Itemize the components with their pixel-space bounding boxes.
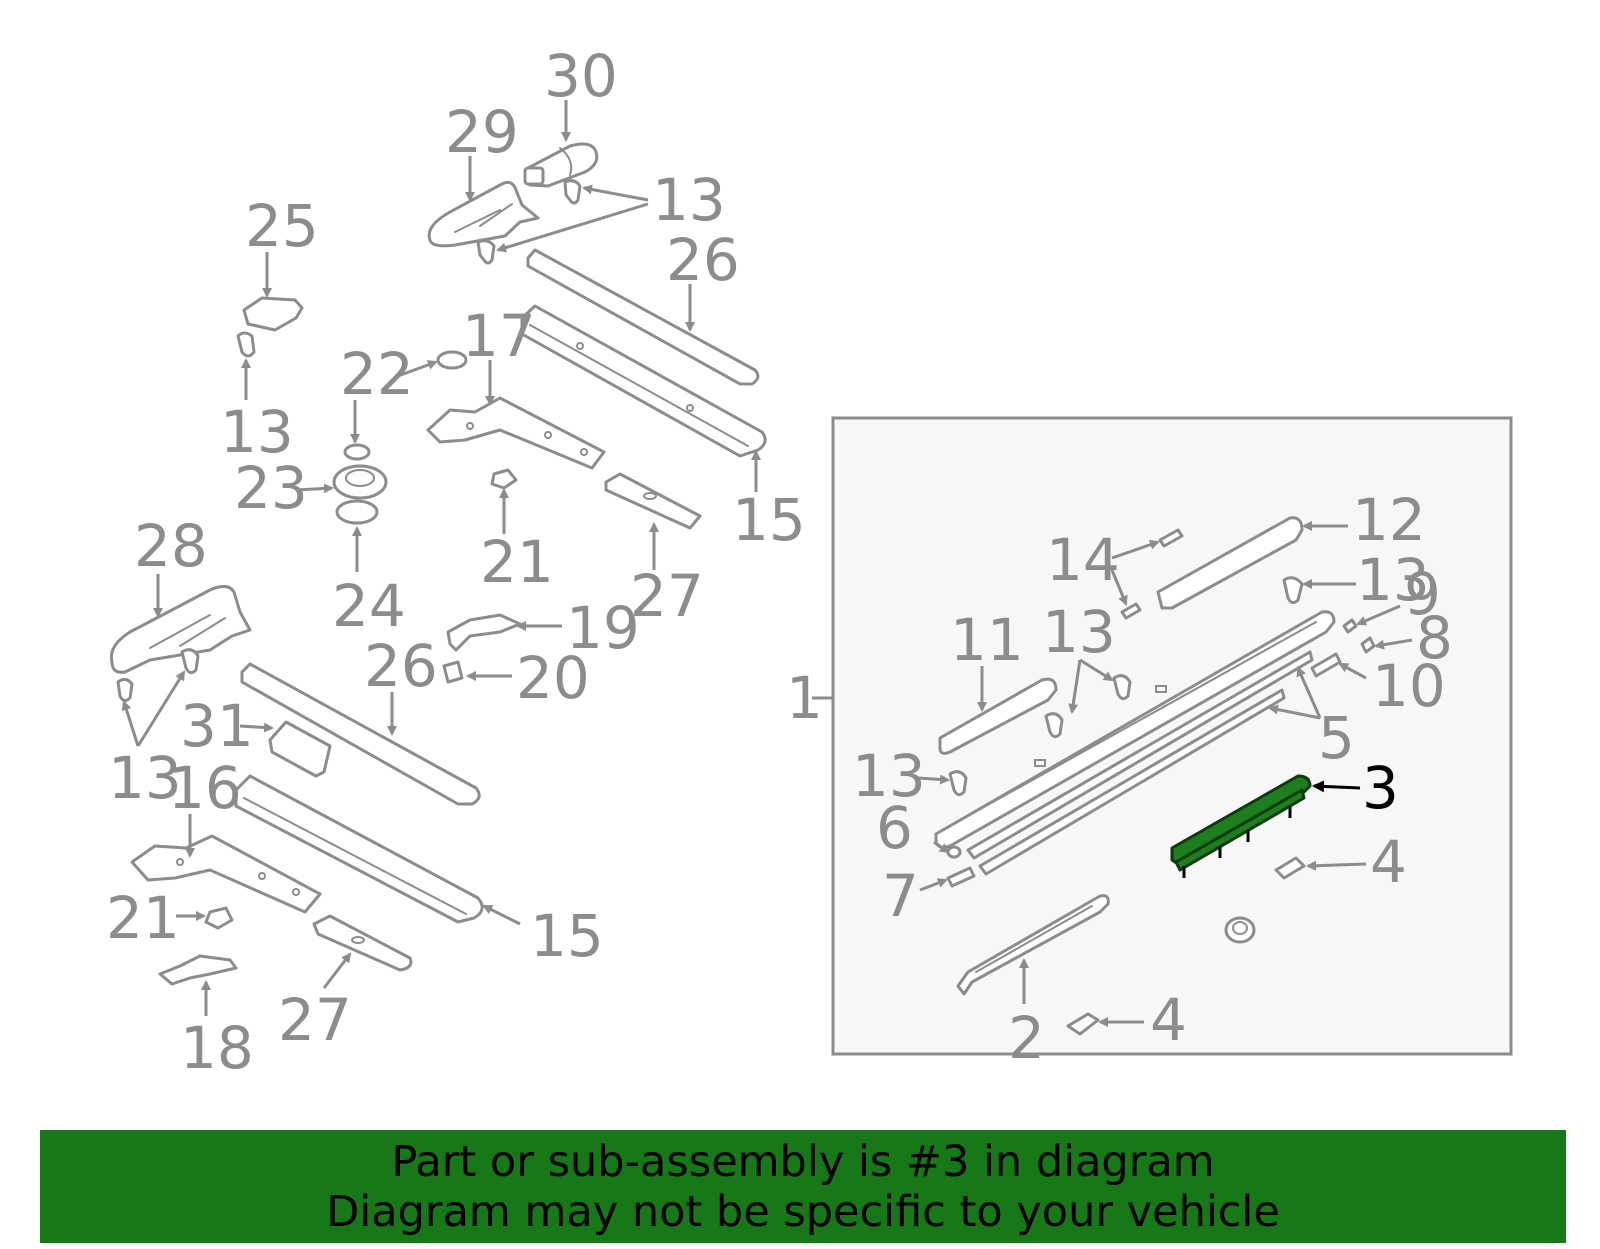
callout-29: 29 xyxy=(445,98,519,166)
part-19[interactable] xyxy=(446,613,522,652)
clip-13-inset[interactable] xyxy=(948,674,1132,797)
clip-13-left[interactable] xyxy=(116,648,200,703)
callout-15: 15 xyxy=(732,486,806,554)
part-23-top[interactable] xyxy=(343,443,371,461)
callout-15: 15 xyxy=(530,902,604,970)
part-8[interactable] xyxy=(1360,636,1376,654)
part-25[interactable] xyxy=(236,296,304,358)
part-27-lower[interactable] xyxy=(312,914,413,972)
part-22[interactable] xyxy=(436,350,468,370)
part-15-upper-rail[interactable] xyxy=(520,304,767,458)
info-banner: Part or sub-assembly is #3 in diagram Di… xyxy=(40,1130,1566,1243)
part-9[interactable] xyxy=(1342,618,1358,634)
callout-30: 30 xyxy=(544,42,618,110)
part-26-lower[interactable] xyxy=(240,662,481,806)
banner-line-2: Diagram may not be specific to your vehi… xyxy=(326,1186,1280,1237)
callout-11: 11 xyxy=(950,606,1024,674)
part-11[interactable] xyxy=(938,677,1058,755)
part-15-lower-rail[interactable] xyxy=(234,774,484,924)
clip-13-inset-top[interactable] xyxy=(1282,576,1304,605)
banner-line-1: Part or sub-assembly is #3 in diagram xyxy=(391,1136,1215,1187)
callout-2: 2 xyxy=(1008,1004,1045,1072)
callout-16: 16 xyxy=(168,754,242,822)
callout-4: 4 xyxy=(1370,828,1407,896)
callout-18: 18 xyxy=(180,1014,254,1082)
callout-6: 6 xyxy=(876,794,913,862)
part-2[interactable] xyxy=(956,894,1110,996)
callout-13: 13 xyxy=(108,744,182,812)
callout-7: 7 xyxy=(882,862,919,930)
callout-10: 10 xyxy=(1372,652,1446,720)
part-16[interactable] xyxy=(130,834,322,914)
callout-13: 13 xyxy=(220,398,294,466)
part-14[interactable] xyxy=(1120,528,1184,620)
callout-21: 21 xyxy=(106,884,180,952)
part-4-upper[interactable] xyxy=(1274,856,1306,880)
callout-1: 1 xyxy=(786,664,823,732)
main-rail[interactable] xyxy=(934,610,1336,876)
callout-3: 3 xyxy=(1362,754,1399,822)
callout-4: 4 xyxy=(1150,986,1187,1054)
callout-27: 27 xyxy=(630,562,704,630)
callout-14: 14 xyxy=(1046,526,1120,594)
callout-13: 13 xyxy=(852,742,926,810)
callout-17: 17 xyxy=(462,302,536,370)
callout-25: 25 xyxy=(245,192,319,260)
callout-9: 9 xyxy=(1404,560,1441,628)
part-31[interactable] xyxy=(268,720,332,778)
callout-23: 23 xyxy=(234,454,308,522)
callout-21: 21 xyxy=(480,528,554,596)
part-29[interactable] xyxy=(427,180,540,248)
part-27-upper[interactable] xyxy=(604,472,702,530)
callout-20: 20 xyxy=(516,644,590,712)
part-30[interactable] xyxy=(523,142,599,188)
part-24[interactable] xyxy=(335,499,379,525)
callout-28: 28 xyxy=(134,512,208,580)
callout-26: 26 xyxy=(666,226,740,294)
callout-22: 22 xyxy=(340,340,414,408)
part-20[interactable] xyxy=(442,660,464,684)
callout-5: 5 xyxy=(1318,704,1355,772)
callout-27: 27 xyxy=(278,986,352,1054)
callout-26: 26 xyxy=(364,632,438,700)
part-3-highlighted[interactable] xyxy=(1170,774,1312,878)
callout-8: 8 xyxy=(1416,604,1453,672)
callouts: 30 29 13 26 25 13 22 17 23 24 21 15 27 2… xyxy=(106,42,1453,1082)
leader-lines xyxy=(121,100,1413,1027)
callout-13: 13 xyxy=(652,166,726,234)
part-28[interactable] xyxy=(109,585,252,674)
callout-31: 31 xyxy=(180,692,254,760)
callout-19: 19 xyxy=(566,594,640,662)
part-6[interactable] xyxy=(946,845,962,859)
callout-13: 13 xyxy=(1042,598,1116,666)
part-21-upper[interactable] xyxy=(490,468,518,490)
part-12[interactable] xyxy=(1156,516,1304,610)
clip-13[interactable] xyxy=(476,179,582,265)
callout-24: 24 xyxy=(332,572,406,640)
callout-12: 12 xyxy=(1352,486,1426,554)
part-21-lower[interactable] xyxy=(204,906,234,930)
part-23[interactable] xyxy=(332,464,388,500)
part-18[interactable] xyxy=(158,954,238,986)
part-10[interactable] xyxy=(1310,652,1342,678)
part-7[interactable] xyxy=(946,866,976,888)
callout-13: 13 xyxy=(1356,546,1430,614)
cap[interactable] xyxy=(1224,916,1256,944)
part-26-upper[interactable] xyxy=(526,248,760,386)
part-17[interactable] xyxy=(426,396,606,470)
